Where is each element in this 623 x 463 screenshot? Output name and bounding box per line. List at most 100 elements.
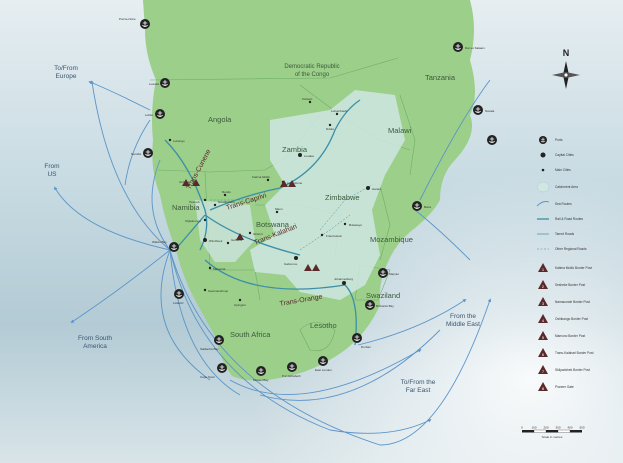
country-label-namibia: Namibia xyxy=(172,203,200,212)
scale-tick: 100 xyxy=(531,426,536,430)
ext-label-us: From xyxy=(44,163,59,170)
anchor-icon xyxy=(168,241,180,253)
city-label: Grootfontein xyxy=(218,200,235,204)
border-post-markers xyxy=(182,179,320,271)
legend-label: Trans-Kalahari Border Post xyxy=(555,351,594,355)
port-label: Nacala xyxy=(485,109,495,113)
city-label: Francistown xyxy=(326,234,343,238)
compass-north-label: N xyxy=(563,48,570,58)
border-post-icon xyxy=(280,180,288,187)
ext-label-us-2: US xyxy=(47,171,57,178)
country-labels: Democratic Republic of the Congo Tanzani… xyxy=(172,64,456,339)
legend-label: Katima Mulilo Border Post xyxy=(555,266,592,270)
legend-label: Capital Cities xyxy=(555,153,574,157)
capital-dot xyxy=(203,238,207,242)
port-label: Maputo xyxy=(389,272,399,276)
legend-label: Other Regional Roads xyxy=(555,247,587,251)
ext-label-middle-east-2: Middle East xyxy=(446,321,480,328)
city-label: Windhoek xyxy=(209,239,223,243)
port-label: East London xyxy=(315,368,332,372)
city-label: Ghanzi xyxy=(253,232,263,236)
anchor-icon xyxy=(173,288,185,300)
capital-dot-icon xyxy=(540,152,546,158)
catchment-swatch-icon xyxy=(536,181,550,193)
country-label-drc: Democratic Republic xyxy=(284,64,339,70)
port-label: Saldanha Bay xyxy=(200,347,219,351)
city-dot xyxy=(320,233,324,237)
scale-tick: 0 xyxy=(521,426,523,430)
anchor-icon xyxy=(139,18,151,30)
legend-label: Catchment Area xyxy=(555,185,578,189)
port-label: Luanda xyxy=(149,82,159,86)
scale-tick: 300 xyxy=(555,426,560,430)
border-post-icon xyxy=(538,348,548,357)
country-label-malawi: Malawi xyxy=(388,126,412,135)
country-label-tanzania: Tanzania xyxy=(425,73,456,82)
sea-routes xyxy=(54,79,492,446)
post-number: 4 xyxy=(542,318,545,323)
anchor-icon xyxy=(411,200,423,212)
legend-label: Tarred Roads xyxy=(555,232,575,236)
city-dot xyxy=(203,218,207,222)
city-label: Harare xyxy=(372,187,382,191)
border-post-icon xyxy=(236,233,244,240)
port-label: Durban xyxy=(361,345,371,349)
legend-label: Skilpadshek Border Post xyxy=(555,368,590,372)
post-number: 3 xyxy=(542,301,545,306)
city-label: Johannesburg xyxy=(334,277,353,281)
border-post-icon xyxy=(538,263,548,272)
catchment-area xyxy=(250,90,405,300)
legend: Ports Capital Cities Main Cities Catchme… xyxy=(536,135,594,391)
scale-tick: 500 xyxy=(579,426,584,430)
city-label: Keetmanshoop xyxy=(208,289,229,293)
ext-label-europe: To/From xyxy=(54,65,78,72)
country-label-lesotho: Lesotho xyxy=(310,321,337,330)
anchor-icon xyxy=(255,365,267,377)
city-label: Tsumeb xyxy=(189,200,200,204)
city-label: Mariental xyxy=(213,267,226,271)
corridor-lines xyxy=(164,99,361,346)
post-number: 1 xyxy=(542,267,545,272)
city-label: Otjiwarongo xyxy=(185,219,201,223)
city-dot xyxy=(203,288,207,292)
city-dot xyxy=(335,112,339,116)
capital-dot xyxy=(366,186,370,190)
city-label: Upington xyxy=(234,303,246,307)
port-label: Mossel Bay xyxy=(253,378,269,382)
post-number: 7 xyxy=(542,369,545,374)
city-dot xyxy=(238,298,242,302)
border-post-icon xyxy=(538,365,548,374)
anchor-icon xyxy=(452,41,464,53)
anchor-icon xyxy=(472,104,484,116)
border-post-icon xyxy=(288,180,296,187)
city-label: Gaborone xyxy=(284,262,298,266)
city-dot xyxy=(342,281,346,285)
sea-route-icon xyxy=(536,201,550,207)
border-post-icon xyxy=(182,179,190,186)
anchor-icon xyxy=(286,361,298,373)
country-label-swaziland: Swaziland xyxy=(366,291,400,300)
city-dot xyxy=(168,138,172,142)
city-dot xyxy=(248,231,252,235)
country-label-zambia: Zambia xyxy=(282,145,308,154)
ext-label-south-america: From South xyxy=(78,335,112,342)
border-post-icon xyxy=(538,280,548,289)
anchor-icon xyxy=(486,134,498,146)
city-label: Maun xyxy=(275,207,283,211)
city-dot xyxy=(266,178,270,182)
ext-label-europe-2: Europe xyxy=(56,73,77,80)
city-dot xyxy=(226,241,230,245)
ext-label-far-east: To/From the xyxy=(401,379,436,386)
city-label: Ndola xyxy=(326,127,334,131)
anchor-icon xyxy=(377,267,389,279)
scale-tick: 400 xyxy=(567,426,572,430)
post-number: 2 xyxy=(542,284,545,289)
port-label: Cape Town xyxy=(200,375,215,379)
capital-dot xyxy=(294,256,298,260)
city-label: Kolwezi xyxy=(302,97,313,101)
city-label: Katima Mulilo xyxy=(252,175,270,179)
country-label-mozambique: Mozambique xyxy=(370,235,413,244)
city-dot xyxy=(223,193,227,197)
